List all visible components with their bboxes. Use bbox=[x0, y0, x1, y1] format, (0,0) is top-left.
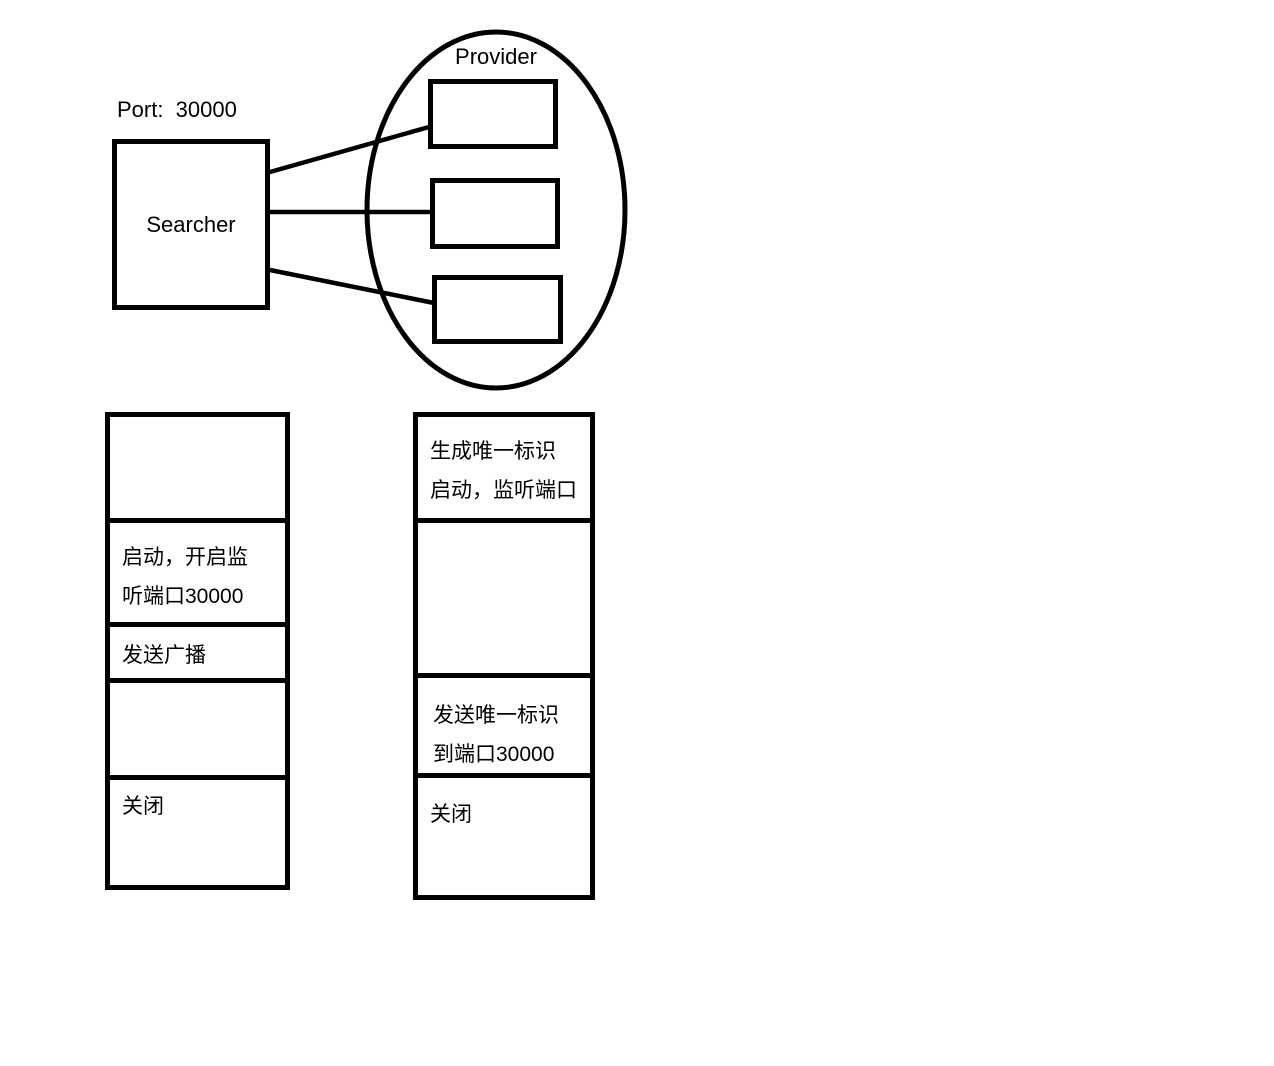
connector-line-bottom bbox=[267, 267, 437, 306]
provider-step-empty-1 bbox=[418, 523, 590, 678]
provider-step-close-line1: 关闭 bbox=[430, 803, 472, 826]
provider-step-close: 关闭 bbox=[418, 778, 590, 895]
provider-node-1 bbox=[428, 79, 558, 149]
searcher-step-empty-1 bbox=[110, 417, 285, 523]
provider-node-3 bbox=[432, 275, 563, 344]
provider-node-2 bbox=[430, 178, 560, 249]
connector-line-top bbox=[267, 124, 432, 175]
provider-step-generate-id-line2: 启动，监听端口 bbox=[430, 479, 577, 502]
provider-step-send-id-line1: 发送唯一标识 bbox=[433, 704, 559, 727]
provider-step-send-id: 发送唯一标识 到端口30000 bbox=[418, 678, 590, 778]
provider-step-send-id-line2: 到端口30000 bbox=[433, 743, 555, 766]
searcher-step-empty-2 bbox=[110, 683, 285, 780]
searcher-step-start-listen-line2: 听端口30000 bbox=[122, 585, 244, 608]
port-label: Port: 30000 bbox=[117, 97, 237, 122]
searcher-step-start-listen-line1: 启动，开启监 bbox=[122, 546, 248, 569]
searcher-step-broadcast: 发送广播 bbox=[110, 627, 285, 683]
provider-group-label: Provider bbox=[455, 44, 537, 69]
searcher-step-start-listen: 启动，开启监 听端口30000 bbox=[110, 523, 285, 627]
provider-step-generate-id-line1: 生成唯一标识 bbox=[430, 440, 556, 463]
searcher-lifecycle-column: 启动，开启监 听端口30000 发送广播 关闭 bbox=[105, 412, 290, 890]
searcher-node: Searcher bbox=[112, 139, 270, 310]
provider-lifecycle-column: 生成唯一标识 启动，监听端口 发送唯一标识 到端口30000 关闭 bbox=[413, 412, 595, 900]
provider-step-generate-id: 生成唯一标识 启动，监听端口 bbox=[418, 417, 590, 523]
searcher-step-close-line1: 关闭 bbox=[122, 795, 164, 818]
searcher-step-broadcast-line1: 发送广播 bbox=[122, 644, 206, 667]
searcher-node-label: Searcher bbox=[146, 211, 236, 237]
searcher-step-close: 关闭 bbox=[110, 780, 285, 885]
